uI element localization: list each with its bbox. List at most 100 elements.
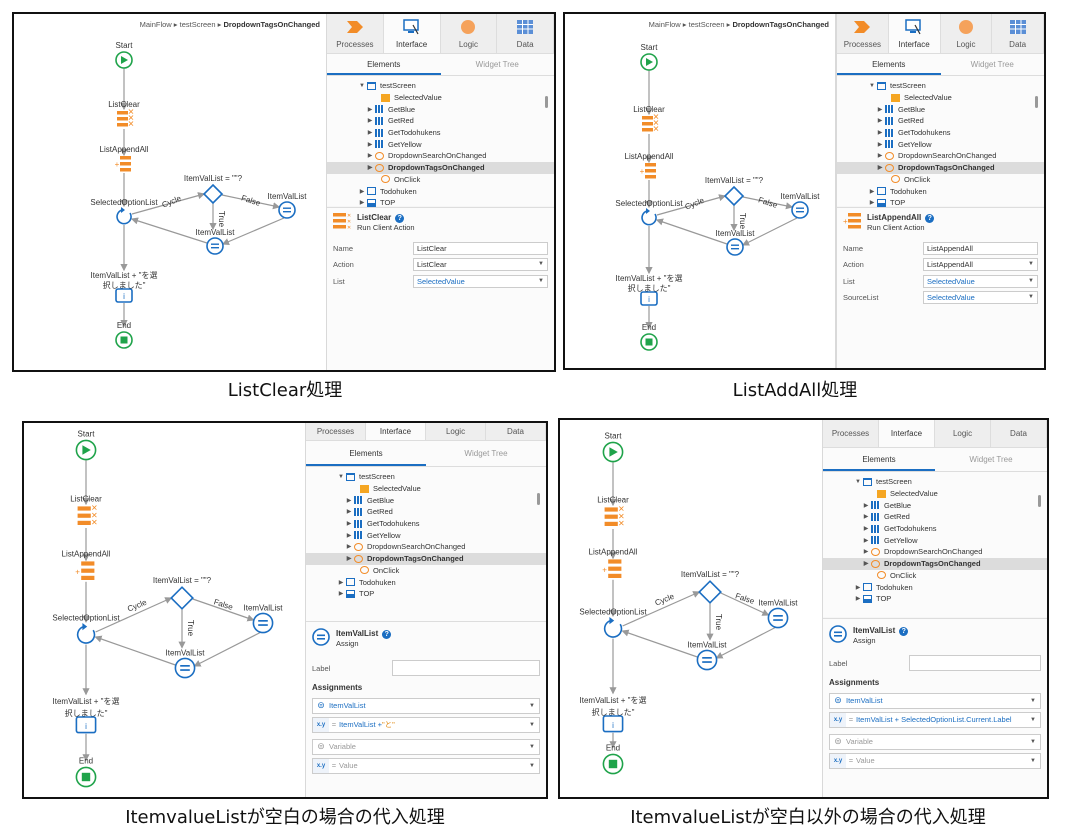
- tree-item-root[interactable]: ▼testScreen: [306, 471, 546, 483]
- tab-processes[interactable]: Processes: [327, 14, 384, 53]
- expand-caret-icon[interactable]: ▼: [338, 473, 344, 480]
- tree-item-action[interactable]: ▶DropdownTagsOnChanged: [327, 161, 554, 174]
- expand-caret-icon[interactable]: ▶: [367, 141, 373, 148]
- tab-data[interactable]: Data: [486, 423, 546, 440]
- subtab-elements[interactable]: Elements: [823, 448, 935, 471]
- tab-data[interactable]: Data: [992, 14, 1044, 53]
- tab-interface[interactable]: Interface: [366, 423, 426, 440]
- tree-item-aggregate[interactable]: ▶GetBlue: [306, 494, 546, 506]
- tree-item-aggregate[interactable]: ▶GetBlue: [327, 103, 554, 115]
- subtab-widget-tree[interactable]: Widget Tree: [969, 455, 1013, 464]
- tree-item-aggregate[interactable]: ▶GetRed: [823, 511, 1047, 523]
- tree-item-action[interactable]: ▶DropdownSearchOnChanged: [306, 541, 546, 553]
- flow-canvas[interactable]: MainFlow ▸ testScreen ▸ DropdownTagsOnCh…: [14, 14, 326, 370]
- subtab-widget-tree[interactable]: Widget Tree: [475, 60, 519, 69]
- tree-item-aggregate[interactable]: ▶GetBlue: [837, 103, 1044, 115]
- expand-caret-icon[interactable]: ▶: [346, 521, 352, 528]
- tree-item-top[interactable]: ▶TOP: [327, 197, 554, 209]
- tree-item-action[interactable]: ▶DropdownSearchOnChanged: [823, 546, 1047, 558]
- tab-data[interactable]: Data: [991, 420, 1047, 447]
- expand-caret-icon[interactable]: ▶: [863, 537, 869, 544]
- tree-item-action[interactable]: ▶DropdownSearchOnChanged: [327, 150, 554, 162]
- property-value[interactable]: SelectedValue▼: [923, 274, 1038, 288]
- tree-item-top[interactable]: ▶TOP: [306, 588, 546, 600]
- tree-item-action[interactable]: ▶DropdownTagsOnChanged: [823, 557, 1047, 570]
- assign-value-1[interactable]: x.y=ItemValList + SelectedOptionList.Cur…: [829, 711, 1041, 728]
- tree-item-aggregate[interactable]: ▶GetTodohukens: [823, 523, 1047, 535]
- dropdown-icon[interactable]: ▼: [1028, 277, 1034, 284]
- tree-item-aggregate[interactable]: ▶GetTodohukens: [837, 127, 1044, 139]
- expand-caret-icon[interactable]: ▶: [367, 165, 373, 172]
- tree-item-root[interactable]: ▼testScreen: [837, 80, 1044, 92]
- assign-variable-1[interactable]: ⊜ItemValList▼: [829, 692, 1041, 709]
- help-icon[interactable]: ?: [395, 213, 405, 223]
- tab-logic[interactable]: Logic: [426, 423, 486, 440]
- expand-caret-icon[interactable]: ▶: [346, 556, 352, 563]
- tree-item-aggregate[interactable]: ▶GetYellow: [837, 138, 1044, 150]
- tab-interface[interactable]: Interface: [888, 14, 941, 53]
- label-input[interactable]: [392, 660, 540, 677]
- expand-caret-icon[interactable]: ▶: [367, 118, 373, 125]
- tree-item-action[interactable]: ▶DropdownTagsOnChanged: [306, 552, 546, 565]
- expand-caret-icon[interactable]: ▶: [863, 502, 869, 509]
- tree-item-screen[interactable]: ▶Todohuken: [823, 581, 1047, 593]
- tree-item-screen[interactable]: ▶Todohuken: [837, 185, 1044, 197]
- tree-item-aggregate[interactable]: ▶GetRed: [306, 506, 546, 518]
- assign-value-1[interactable]: x.y=ItemValList + "と"▼: [312, 716, 540, 733]
- tree-item-action[interactable]: OnClick: [306, 565, 546, 577]
- assign-value-2[interactable]: x.y=Value▼: [829, 752, 1041, 769]
- expand-caret-icon[interactable]: ▶: [367, 153, 373, 160]
- tree-item-aggregate[interactable]: ▶GetYellow: [327, 138, 554, 150]
- flow-canvas[interactable]: MainFlow ▸ testScreen ▸ DropdownTagsOnCh…: [565, 14, 835, 368]
- expand-caret-icon[interactable]: ▶: [863, 526, 869, 533]
- tree-item-action[interactable]: OnClick: [327, 174, 554, 186]
- expand-caret-icon[interactable]: ▶: [367, 130, 373, 137]
- expand-caret-icon[interactable]: ▼: [855, 478, 861, 485]
- dropdown-icon[interactable]: ▼: [538, 261, 544, 268]
- expand-caret-icon[interactable]: ▶: [869, 188, 875, 195]
- tree-item-aggregate[interactable]: ▶GetBlue: [823, 499, 1047, 511]
- help-icon[interactable]: ?: [382, 629, 392, 639]
- expand-caret-icon[interactable]: ▶: [877, 130, 883, 137]
- tree-item-top[interactable]: ▶TOP: [823, 593, 1047, 605]
- tab-processes[interactable]: Processes: [306, 423, 366, 440]
- assign-value-2[interactable]: x.y=Value▼: [312, 757, 540, 774]
- expand-caret-icon[interactable]: ▶: [346, 532, 352, 539]
- tree-item-action[interactable]: ▶DropdownTagsOnChanged: [837, 161, 1044, 174]
- tab-interface[interactable]: Interface: [383, 14, 441, 53]
- expand-caret-icon[interactable]: ▶: [855, 596, 861, 603]
- tab-interface[interactable]: Interface: [879, 420, 935, 447]
- tree-item-selected-value[interactable]: SelectedValue: [306, 483, 546, 495]
- tree-item-aggregate[interactable]: ▶GetRed: [837, 115, 1044, 127]
- tab-processes[interactable]: Processes: [837, 14, 889, 53]
- expand-caret-icon[interactable]: ▶: [338, 579, 344, 586]
- property-value[interactable]: SelectedValue▼: [923, 291, 1038, 305]
- expand-caret-icon[interactable]: ▶: [359, 200, 365, 207]
- tab-processes[interactable]: Processes: [823, 420, 879, 447]
- expand-caret-icon[interactable]: ▶: [877, 153, 883, 160]
- property-value[interactable]: ListAppendAll▼: [923, 258, 1038, 272]
- expand-caret-icon[interactable]: ▶: [869, 200, 875, 207]
- dropdown-icon[interactable]: ▼: [1028, 261, 1034, 268]
- tree-item-root[interactable]: ▼testScreen: [327, 80, 554, 92]
- expand-caret-icon[interactable]: ▶: [877, 141, 883, 148]
- expand-caret-icon[interactable]: ▶: [877, 165, 883, 172]
- tree-item-aggregate[interactable]: ▶GetTodohukens: [306, 518, 546, 530]
- assign-variable-2[interactable]: ⊜Variable▼: [829, 733, 1041, 750]
- scrollbar[interactable]: [537, 493, 540, 505]
- scrollbar[interactable]: [545, 96, 548, 108]
- assign-variable-2[interactable]: ⊜Variable▼: [312, 738, 540, 755]
- tree-item-selected-value[interactable]: SelectedValue: [837, 92, 1044, 104]
- tree-item-aggregate[interactable]: ▶GetYellow: [823, 534, 1047, 546]
- tree-item-root[interactable]: ▼testScreen: [823, 476, 1047, 488]
- tree-item-screen[interactable]: ▶Todohuken: [306, 576, 546, 588]
- expand-caret-icon[interactable]: ▶: [855, 584, 861, 591]
- tab-logic[interactable]: Logic: [935, 420, 991, 447]
- tree-item-action[interactable]: OnClick: [823, 570, 1047, 582]
- expand-caret-icon[interactable]: ▼: [869, 82, 875, 89]
- dropdown-icon[interactable]: ▼: [1028, 294, 1034, 301]
- expand-caret-icon[interactable]: ▶: [346, 509, 352, 516]
- property-value[interactable]: ListAppendAll: [923, 241, 1038, 255]
